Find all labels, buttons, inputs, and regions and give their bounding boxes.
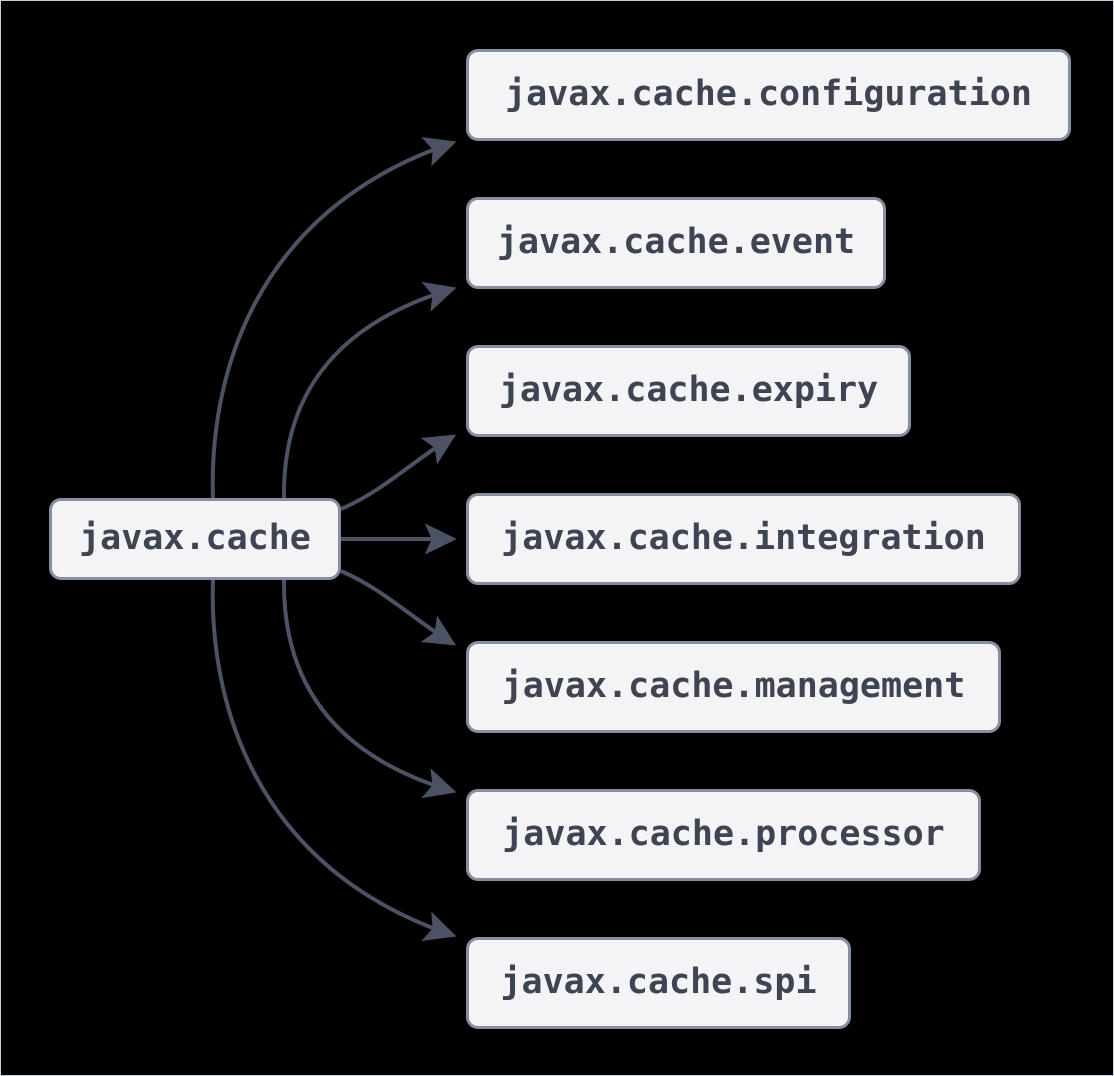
edge-spi [210, 579, 457, 942]
edge-management [340, 569, 457, 646]
node-label: javax.cache.spi [500, 961, 817, 1002]
graph-node-javax-cache-spi[interactable]: javax.cache.spi [466, 937, 851, 1029]
edge-event [281, 281, 457, 499]
edge-configuration [210, 136, 457, 499]
edge-processor [281, 579, 457, 799]
node-label: javax.cache.configuration [505, 73, 1032, 114]
graph-node-javax-cache-management[interactable]: javax.cache.management [466, 641, 1001, 733]
node-label: javax.cache [79, 517, 311, 558]
graph-node-javax-cache-processor[interactable]: javax.cache.processor [466, 789, 981, 881]
graph-node-javax-cache-configuration[interactable]: javax.cache.configuration [466, 49, 1071, 141]
node-label: javax.cache.expiry [498, 369, 879, 410]
graph-node-javax-cache-expiry[interactable]: javax.cache.expiry [466, 345, 911, 437]
graph-node-javax-cache-integration[interactable]: javax.cache.integration [466, 493, 1021, 585]
node-label: javax.cache.management [501, 665, 966, 706]
node-label: javax.cache.integration [501, 517, 986, 558]
edge-expiry [340, 434, 457, 511]
node-label: javax.cache.event [496, 221, 856, 262]
graph-node-javax-cache-event[interactable]: javax.cache.event [466, 197, 886, 289]
graph-node-javax-cache[interactable]: javax.cache [49, 498, 341, 580]
node-label: javax.cache.processor [502, 813, 945, 854]
